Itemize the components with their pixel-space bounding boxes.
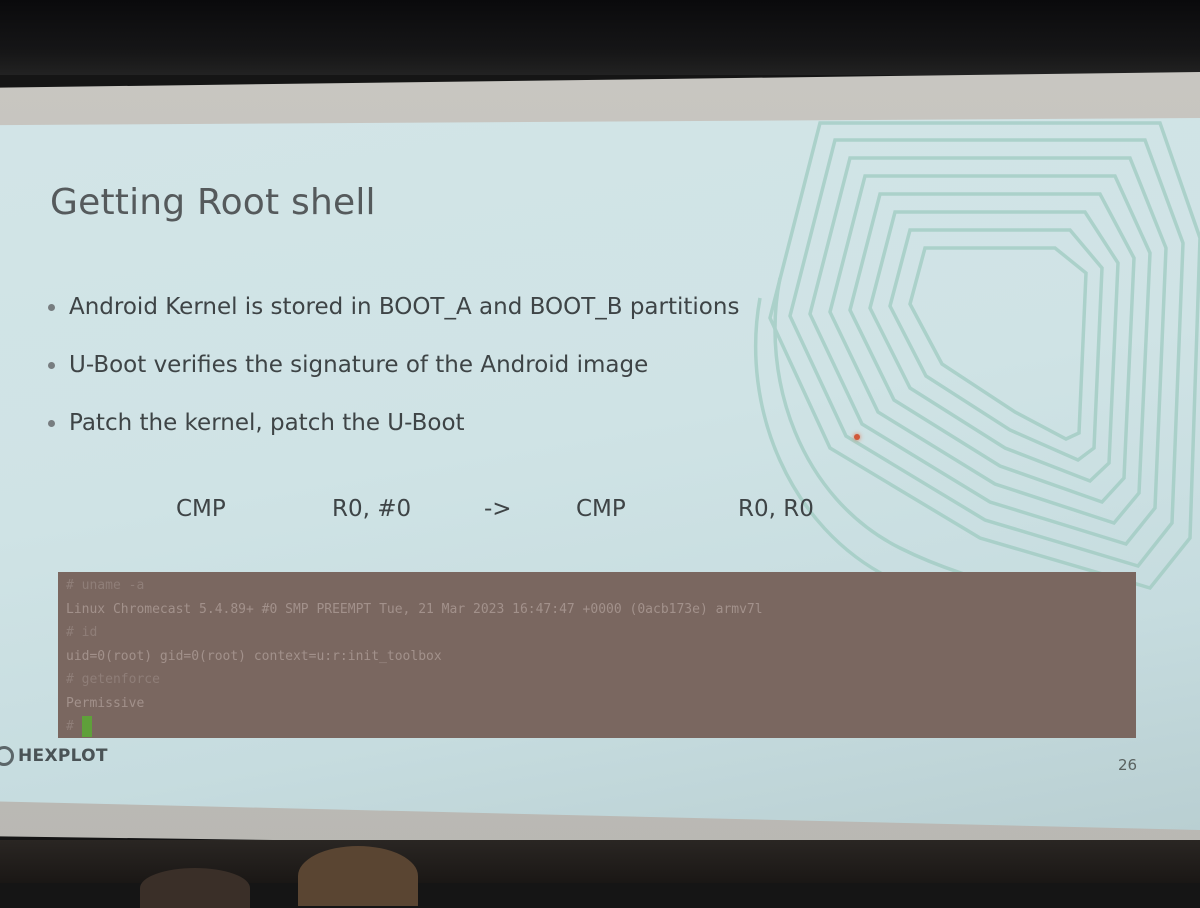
patch-before-operands: R0, #0 [332,496,412,522]
slide-title: Getting Root shell [50,182,376,223]
terminal-line: # id [66,625,98,640]
terminal-line: uid=0(root) gid=0(root) context=u:r:init… [66,648,442,664]
audience-head [140,868,250,908]
bullet-icon [48,419,55,427]
terminal-line: # getenforce [66,672,160,687]
slide: Getting Root shell Android Kernel is sto… [0,118,1200,830]
patch-after-operands: R0, R0 [738,496,814,522]
terminal-line: Permissive [66,695,145,711]
logo-text: HEXPLOT [18,746,108,766]
patch-before-opcode: CMP [176,496,226,522]
terminal-cursor [81,716,92,737]
terminal-output: # uname -a Linux Chromecast 5.4.89+ #0 S… [58,572,1136,738]
bullet-item: U-Boot verifies the signature of the And… [48,336,739,394]
laser-pointer-dot [854,434,860,440]
bullet-icon [48,303,55,311]
ceiling-background [0,0,1200,75]
audience-heads [0,840,1200,908]
bullet-list: Android Kernel is stored in BOOT_A and B… [48,278,739,452]
audience-head [298,846,418,906]
terminal-prompt-line: # [66,715,1128,739]
bullet-item: Android Kernel is stored in BOOT_A and B… [48,278,739,336]
terminal-prompt: # [66,719,74,734]
bullet-icon [48,361,55,369]
hexplot-logo: HEXPLOT [0,746,108,766]
bullet-item: Patch the kernel, patch the U-Boot [48,394,739,452]
bullet-text: U-Boot verifies the signature of the And… [69,352,649,378]
hexplot-logo-icon [0,746,14,766]
slide-page-number: 26 [1118,756,1138,774]
patch-arrow: -> [484,496,512,522]
terminal-line: Linux Chromecast 5.4.89+ #0 SMP PREEMPT … [66,601,763,617]
patch-after-opcode: CMP [576,496,626,522]
terminal-line: # uname -a [66,578,145,593]
bullet-text: Patch the kernel, patch the U-Boot [69,410,465,436]
bullet-text: Android Kernel is stored in BOOT_A and B… [69,294,740,320]
